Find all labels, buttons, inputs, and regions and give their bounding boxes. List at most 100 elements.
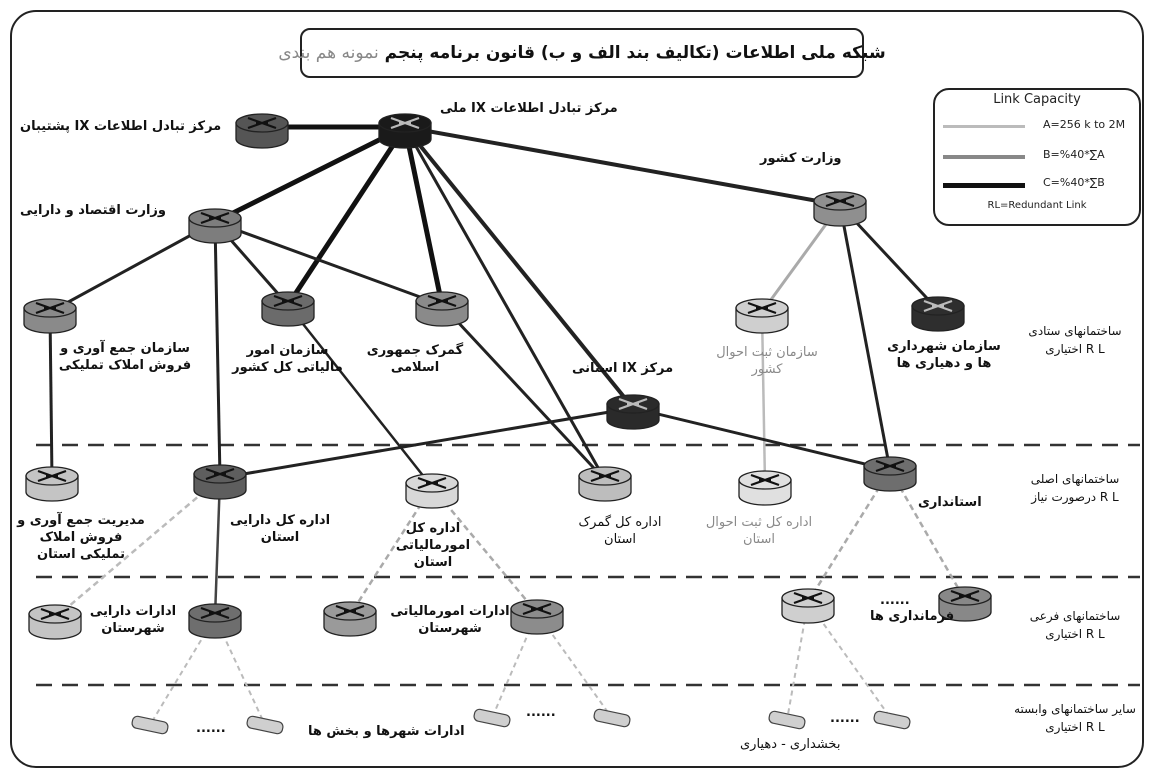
router-icon bbox=[405, 473, 459, 509]
label-customs-prov: اداره کل گمرک استان bbox=[578, 515, 662, 547]
legend-label-c: C=%40*∑B bbox=[1043, 176, 1105, 189]
label-tax-org: سازمان امور مالیاتی کل کشور bbox=[232, 343, 343, 375]
label-backup-ix: مرکز تبادل اطلاعات IX پشتیبان bbox=[20, 119, 222, 134]
link bbox=[287, 304, 433, 488]
tier-staff-title: ساختمانهای ستادی bbox=[1028, 324, 1122, 338]
link bbox=[838, 204, 892, 471]
link bbox=[348, 486, 434, 616]
tier-staff-rl: R L اختیاری bbox=[1045, 342, 1105, 356]
router-icon bbox=[23, 298, 77, 334]
label-governorate: استانداری bbox=[918, 495, 982, 510]
label-provincial-ix: مرکز IX استانی bbox=[572, 361, 674, 376]
router-icon bbox=[188, 208, 242, 244]
router-icon bbox=[863, 456, 917, 492]
router-icon bbox=[813, 191, 867, 227]
legend-row-a: A=256 k to 2M bbox=[943, 116, 1139, 138]
tier-sub-title: ساختمانهای فرعی bbox=[1029, 609, 1121, 623]
link bbox=[806, 469, 892, 603]
link bbox=[213, 221, 222, 479]
terminal-icon bbox=[131, 715, 169, 735]
link bbox=[404, 125, 841, 207]
link bbox=[440, 303, 607, 482]
link bbox=[213, 124, 407, 225]
link bbox=[48, 311, 54, 481]
ellipsis-district: ...... bbox=[830, 711, 860, 726]
router-icon bbox=[578, 466, 632, 502]
tier-main-title: ساختمانهای اصلی bbox=[1030, 472, 1120, 486]
legend-swatch-medium bbox=[943, 155, 1025, 159]
router-icon bbox=[323, 601, 377, 637]
legend-title: Link Capacity bbox=[993, 92, 1081, 107]
legend-row-c: C=%40*∑B bbox=[943, 174, 1139, 196]
router-icon bbox=[188, 603, 242, 639]
tier-main: ساختمانهای اصلی R L درصورت نیاز bbox=[1010, 470, 1140, 506]
router-icon bbox=[415, 291, 469, 327]
link bbox=[49, 220, 216, 314]
label-interior: وزارت کشور bbox=[760, 151, 842, 166]
router-icon bbox=[938, 586, 992, 622]
terminal-icon bbox=[473, 708, 511, 728]
router-icon bbox=[193, 464, 247, 500]
label-municipal-org: سازمان شهرداری ها و دهیاری ها bbox=[887, 339, 1001, 371]
link bbox=[402, 126, 445, 306]
label-registry-prov: اداره کل ثبت احوال استان bbox=[705, 515, 813, 547]
link bbox=[760, 311, 767, 485]
router-icon bbox=[606, 394, 660, 430]
router-icon bbox=[738, 470, 792, 506]
title-main: شبکه ملی اطلاعات (تکالیف بند الف و ب) قا… bbox=[384, 43, 886, 63]
legend-label-b: B=%40*∑A bbox=[1043, 148, 1105, 161]
link bbox=[219, 406, 634, 480]
terminal-icon bbox=[873, 710, 911, 730]
label-customs: گمرک جمهوری اسلامی bbox=[366, 343, 464, 375]
ellipsis-city: ...... bbox=[196, 721, 226, 736]
router-icon bbox=[378, 113, 432, 149]
legend-redundant-link: RL=Redundant Link bbox=[987, 200, 1087, 211]
terminal-icon bbox=[246, 715, 284, 735]
router-icon bbox=[235, 113, 289, 149]
tier-sub-rl: R L اختیاری bbox=[1045, 627, 1105, 641]
link bbox=[888, 469, 967, 601]
link bbox=[632, 406, 891, 472]
tier-other-title: سایر ساختمانهای وابسته bbox=[1014, 702, 1136, 716]
link bbox=[807, 601, 893, 721]
diagram-frame bbox=[10, 10, 1144, 768]
link bbox=[213, 477, 222, 618]
label-city-offices: ادارات شهرها و بخش ها bbox=[308, 724, 465, 739]
link bbox=[403, 126, 607, 481]
label-collection-prov: مدیریت جمع آوری و فروش املاک تملیکی استا… bbox=[17, 513, 145, 562]
title-prefix: نمونه هم بندی bbox=[278, 43, 379, 63]
router-icon bbox=[25, 466, 79, 502]
label-district: بخشداری - دهیاری bbox=[740, 737, 841, 752]
terminal-icon bbox=[593, 708, 631, 728]
tier-other: سایر ساختمانهای وابسته R L اختیاری bbox=[1010, 700, 1140, 736]
label-collection-org: سازمان جمع آوری و فروش املاک تملیکی bbox=[58, 341, 192, 373]
terminal-icon bbox=[768, 710, 806, 730]
ellipsis-tax: ...... bbox=[526, 705, 556, 720]
router-icon bbox=[735, 298, 789, 334]
legend-swatch-thin bbox=[943, 125, 1025, 128]
router-icon bbox=[261, 291, 315, 327]
link bbox=[285, 125, 408, 307]
router-icon bbox=[28, 604, 82, 640]
router-icon bbox=[911, 296, 965, 332]
tier-sub: ساختمانهای فرعی R L اختیاری bbox=[1010, 607, 1140, 643]
label-tax-city: ادارات امورمالیاتی شهرستان bbox=[390, 604, 510, 636]
link-capacity-legend: Link Capacity A=256 k to 2M B=%40*∑A C=%… bbox=[933, 88, 1141, 226]
link bbox=[431, 486, 538, 614]
label-economy: وزارت اقتصاد و دارایی bbox=[20, 203, 166, 218]
label-finance-city: ادارات دارایی شهرستان bbox=[89, 604, 177, 636]
diagram-title: شبکه ملی اطلاعات (تکالیف بند الف و ب) قا… bbox=[278, 28, 886, 78]
router-icon bbox=[781, 588, 835, 624]
link bbox=[54, 477, 221, 619]
ellipsis-governors: ...... bbox=[880, 593, 910, 608]
legend-label-a: A=256 k to 2M bbox=[1043, 118, 1126, 131]
label-tax-prov: اداره کل امورمالیاتی استان bbox=[395, 521, 471, 570]
link bbox=[214, 220, 443, 307]
tier-main-rl: R L درصورت نیاز bbox=[1031, 490, 1119, 504]
label-governors: فرمانداری ها bbox=[870, 609, 955, 624]
label-national-ix: مرکز تبادل اطلاعات IX ملی bbox=[440, 101, 618, 116]
link bbox=[403, 125, 635, 410]
router-icon bbox=[510, 599, 564, 635]
